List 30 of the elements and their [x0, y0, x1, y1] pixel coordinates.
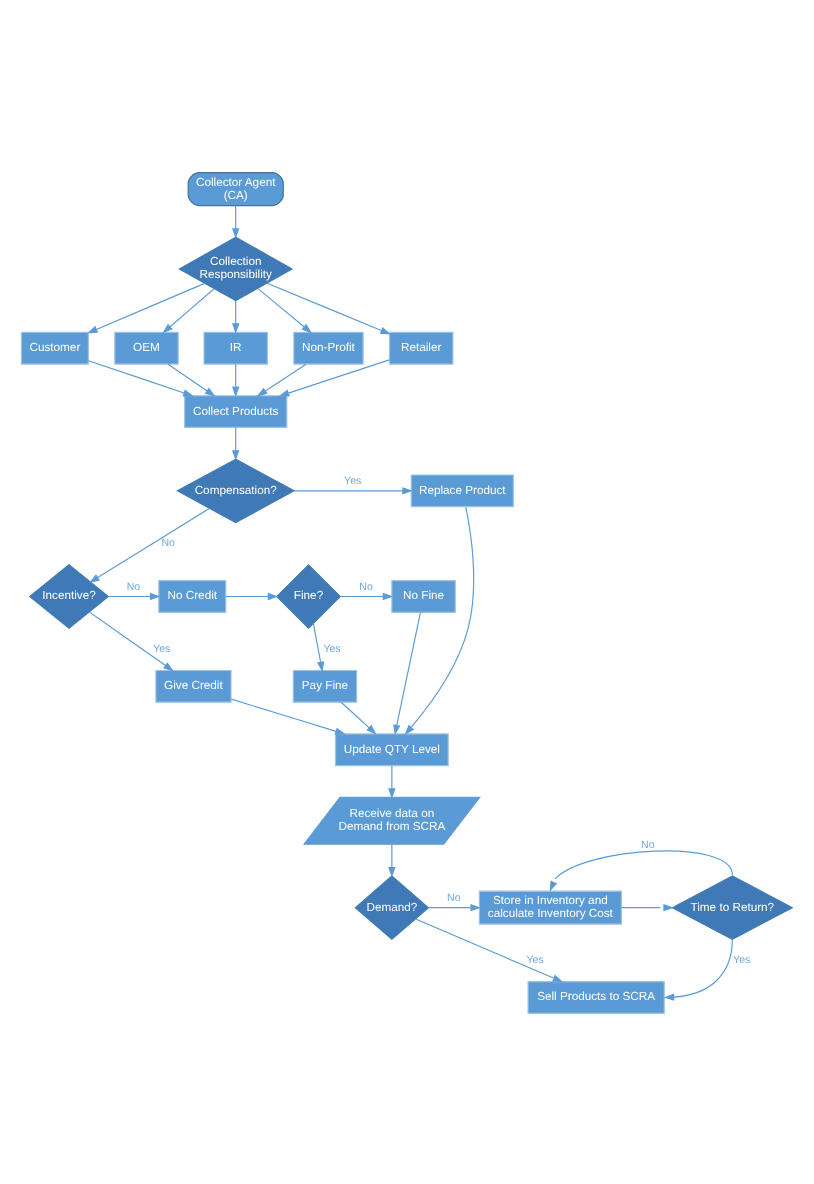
arrow — [232, 362, 240, 397]
arrow — [388, 764, 396, 798]
arrow — [232, 426, 240, 460]
arrow — [230, 697, 346, 734]
arrow — [312, 621, 325, 672]
arrow — [388, 843, 396, 877]
arrow — [87, 359, 194, 396]
arrow — [232, 299, 240, 333]
arrow — [89, 506, 210, 582]
arrow — [428, 902, 481, 911]
arrow — [162, 287, 215, 333]
arrow — [257, 286, 313, 333]
arrow — [293, 486, 413, 494]
arrow — [225, 591, 279, 600]
arrow — [107, 591, 161, 600]
arrow — [278, 358, 390, 396]
arrow — [167, 362, 216, 396]
arrow — [404, 505, 475, 735]
arrow — [620, 902, 674, 911]
arrow — [88, 610, 174, 671]
arrow — [87, 281, 206, 333]
arrow — [393, 611, 421, 735]
arrow — [549, 849, 733, 891]
arrow — [232, 204, 240, 238]
arrow — [339, 591, 394, 600]
arrow — [340, 700, 377, 734]
arrow — [256, 362, 307, 396]
arrow — [415, 917, 564, 982]
arrow — [266, 281, 391, 334]
arrow — [663, 937, 733, 1000]
